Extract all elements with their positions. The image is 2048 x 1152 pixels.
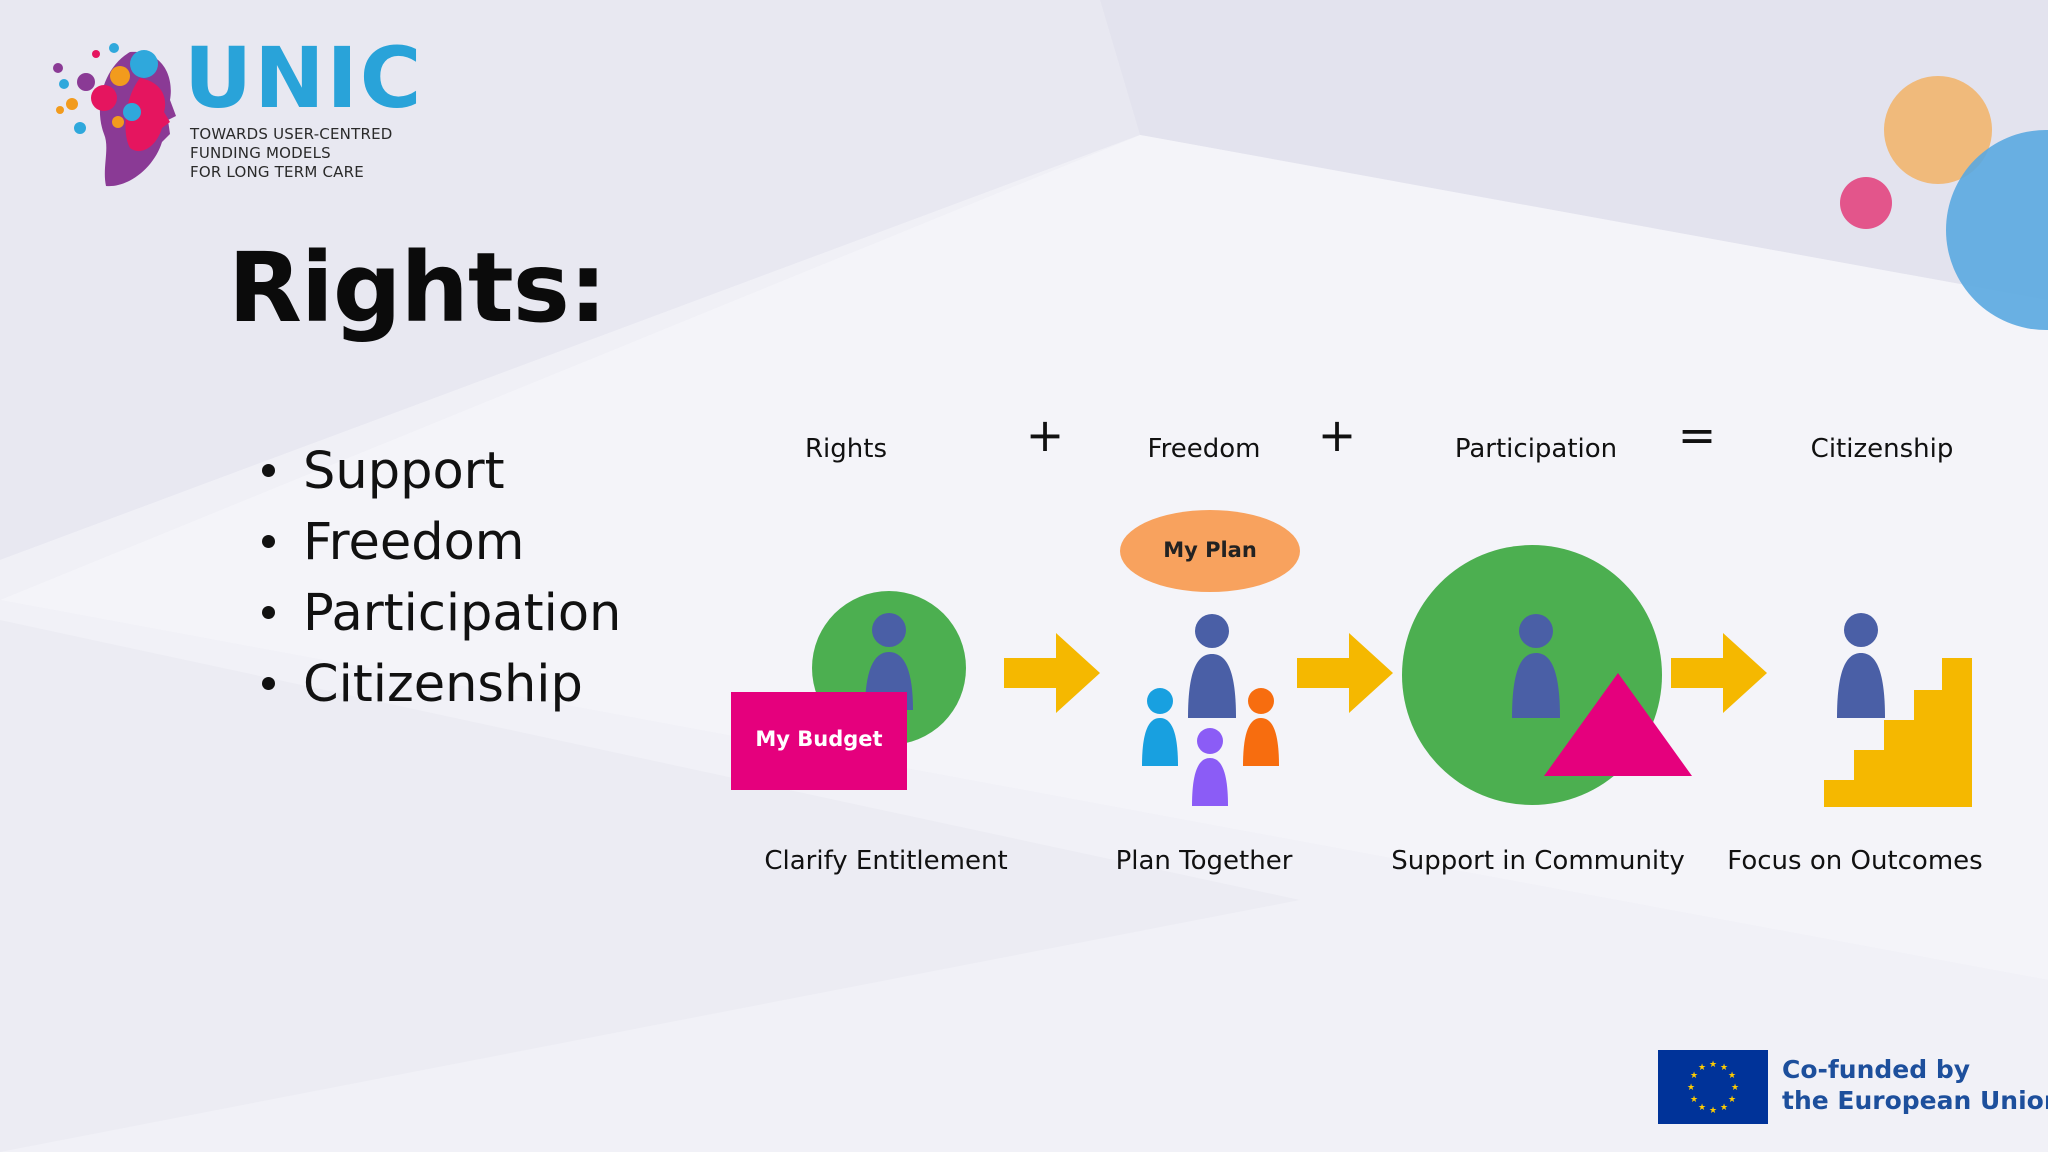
logo-tagline-line-1: TOWARDS USER-CENTRED: [190, 125, 393, 143]
step-caption: Plan Together: [1115, 846, 1293, 876]
equation-operator-plus: +: [1025, 408, 1065, 462]
bullet-item: Freedom: [262, 507, 621, 578]
logo-wordmark: UNIC: [184, 29, 424, 127]
svg-text:★: ★: [1690, 1071, 1698, 1081]
decorative-circles: [1840, 76, 2048, 330]
bullet-text: Citizenship: [303, 655, 583, 714]
svg-text:★: ★: [1687, 1083, 1695, 1093]
logo-tagline-line-3: FOR LONG TERM CARE: [190, 163, 364, 181]
eu-cofunded-line-1: Co-funded by: [1782, 1055, 1971, 1084]
arrow-right-icon: [1004, 633, 1100, 713]
my-budget-label: My Budget: [755, 727, 883, 751]
bullet-dot: [262, 463, 275, 477]
svg-text:★: ★: [1720, 1103, 1728, 1113]
person-icon: [1142, 688, 1178, 766]
svg-text:★: ★: [1698, 1103, 1706, 1113]
equation-term-rights: Rights: [804, 434, 888, 464]
bullet-dot: [262, 676, 275, 690]
my-budget-badge: [731, 692, 907, 790]
page-title: Rights:: [228, 232, 607, 344]
svg-text:★: ★: [1728, 1095, 1736, 1105]
step-plan-together-graphic: [1120, 510, 1300, 806]
person-icon: [1512, 614, 1560, 718]
equation-term-participation: Participation: [1454, 434, 1618, 464]
bullet-text: Participation: [303, 584, 622, 643]
equation-term-citizenship: Citizenship: [1810, 434, 1954, 464]
step-focus-outcomes-graphic: [1824, 613, 1972, 807]
svg-text:★: ★: [1728, 1071, 1736, 1081]
svg-text:★: ★: [1731, 1083, 1739, 1093]
equation-operator-equals: =: [1677, 408, 1717, 462]
svg-text:★: ★: [1720, 1063, 1728, 1073]
triangle-icon: [1544, 673, 1692, 776]
eu-flag-icon: ★ ★ ★ ★ ★ ★ ★ ★ ★ ★ ★ ★: [1658, 1050, 1768, 1124]
eu-cofunded-line-2: the European Union: [1782, 1086, 2048, 1115]
bullet-item: Citizenship: [262, 649, 621, 720]
bullet-text: Freedom: [303, 513, 525, 572]
step-clarify-entitlement-graphic: [731, 591, 966, 790]
arrow-right-icon: [1297, 633, 1393, 713]
stairs-icon: [1824, 658, 1972, 807]
bullet-dot: [262, 605, 275, 619]
svg-text:★: ★: [1690, 1095, 1698, 1105]
bullet-dot: [262, 534, 275, 548]
equation-operator-plus: +: [1317, 408, 1357, 462]
step-caption: Clarify Entitlement: [764, 846, 1008, 876]
equation-term-freedom: Freedom: [1147, 434, 1261, 464]
person-icon: [1243, 688, 1279, 766]
bullet-list: Support Freedom Participation Citizenshi…: [262, 436, 621, 720]
step-support-community-graphic: [1402, 545, 1692, 805]
my-plan-label: My Plan: [1163, 538, 1257, 562]
my-plan-bubble: [1120, 510, 1300, 592]
step-caption: Focus on Outcomes: [1727, 846, 1983, 876]
svg-text:★: ★: [1709, 1106, 1717, 1116]
arrow-right-icon: [1671, 633, 1767, 713]
person-icon: [1188, 614, 1236, 718]
svg-text:★: ★: [1698, 1063, 1706, 1073]
step-caption: Support in Community: [1391, 846, 1685, 876]
logo-tagline-line-2: FUNDING MODELS: [190, 144, 331, 162]
person-icon: [1192, 728, 1228, 806]
bullet-item: Support: [262, 436, 621, 507]
svg-text:★: ★: [1709, 1060, 1717, 1070]
person-icon: [1837, 613, 1885, 718]
bullet-item: Participation: [262, 578, 621, 649]
unic-logo-icon: [53, 43, 176, 187]
bullet-text: Support: [303, 442, 505, 501]
